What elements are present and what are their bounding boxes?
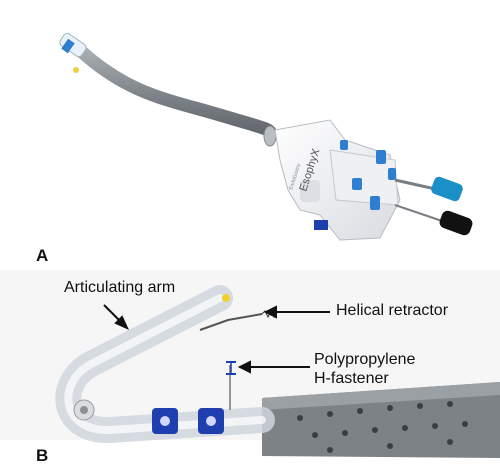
- label-helical-retractor: Helical retractor: [336, 302, 449, 319]
- helical-retractor-wire: [199, 313, 263, 331]
- h-fastener: [226, 361, 236, 410]
- label-h-fastener: H-fastener: [314, 370, 389, 387]
- panel-label-a: A: [36, 246, 49, 265]
- label-polypropylene: Polypropylene: [314, 351, 416, 368]
- annotation-arrows: [103, 304, 330, 374]
- panel-a-device-photo: EsophyX EndoGastric A: [36, 32, 473, 265]
- panel-label-b: B: [36, 446, 49, 465]
- perforated-tube: [262, 382, 500, 458]
- metal-collar: [263, 125, 277, 147]
- handle-body: [274, 119, 401, 241]
- panel-b-tip-closeup: Articulating arm Helical retractor Polyp…: [0, 270, 500, 469]
- tip-closeup-photo: [0, 270, 500, 458]
- flexible-shaft: [75, 45, 279, 142]
- device-photo: EsophyX EndoGastric: [59, 32, 473, 241]
- yellow-marker: [222, 294, 230, 302]
- teal-knob: [431, 176, 463, 202]
- stylet-black: [394, 204, 446, 223]
- black-knob: [439, 210, 473, 236]
- label-articulating-arm: Articulating arm: [64, 279, 176, 296]
- blue-control-caps: [340, 140, 396, 210]
- distal-tip: [59, 32, 87, 73]
- blue-clips: [152, 408, 224, 434]
